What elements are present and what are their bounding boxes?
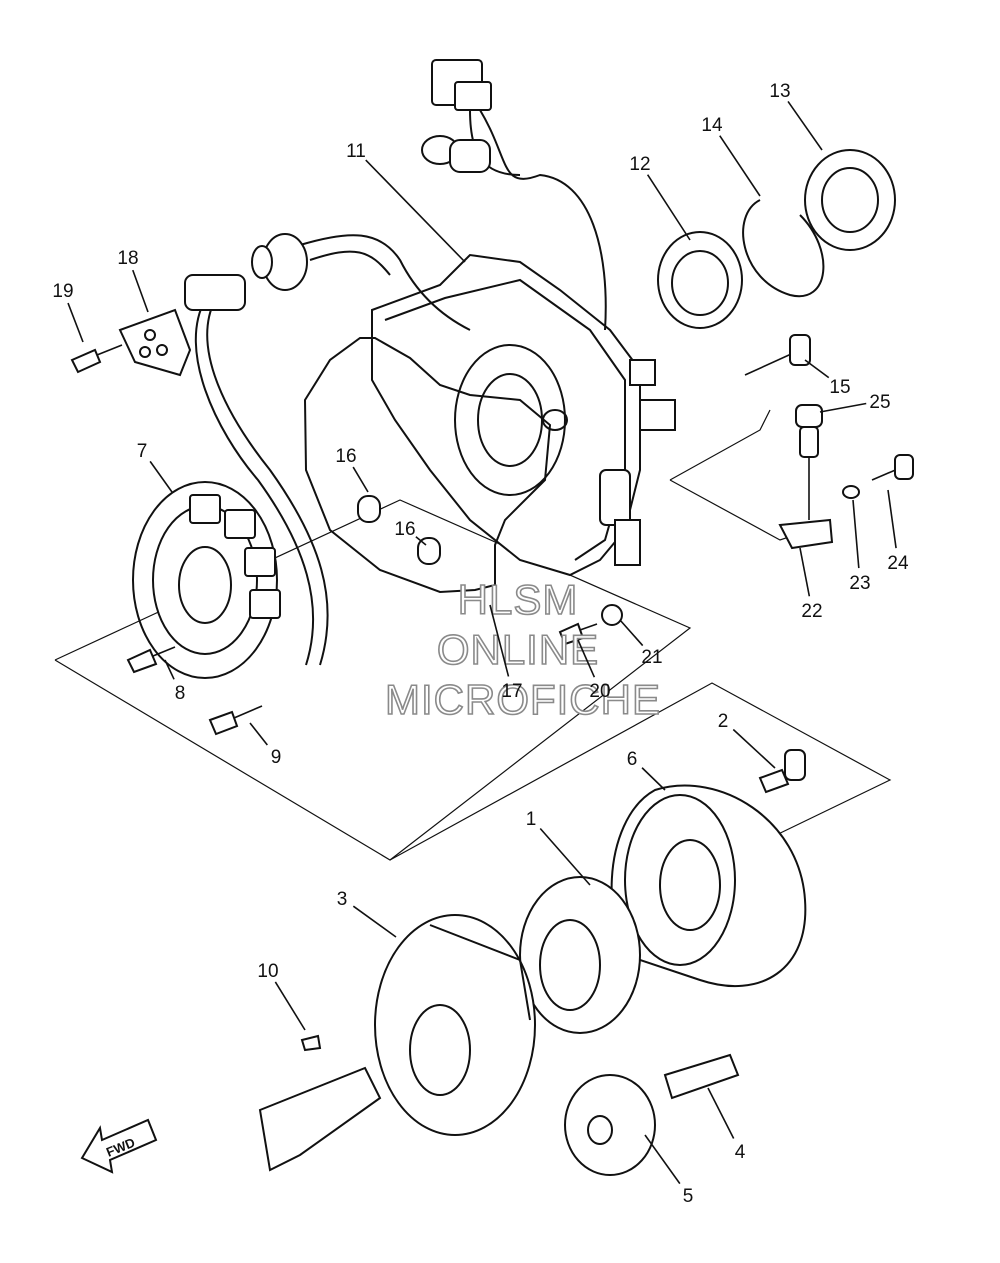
callout-number-3: 3 xyxy=(337,889,348,910)
callout-number-22: 22 xyxy=(801,601,822,622)
callout-number-25: 25 xyxy=(869,392,890,413)
dowel-pins xyxy=(357,495,441,565)
callout-number-13: 13 xyxy=(769,81,790,102)
callout-leader-14 xyxy=(719,135,761,197)
callout-number-20: 20 xyxy=(589,681,610,702)
callout-number-14: 14 xyxy=(701,115,723,136)
callout-number-6: 6 xyxy=(627,749,638,770)
callout-number-18: 18 xyxy=(117,248,138,269)
callout-leader-2 xyxy=(732,728,776,769)
callout-number-24: 24 xyxy=(887,553,909,574)
circlip xyxy=(742,199,825,298)
callout-leader-15 xyxy=(804,359,830,379)
callout-leader-9 xyxy=(249,722,268,746)
callout-number-15: 15 xyxy=(829,377,850,398)
callout-number-1: 1 xyxy=(526,809,537,830)
callout-number-11: 11 xyxy=(346,141,366,162)
bolts xyxy=(70,334,914,794)
callout-leader-16 xyxy=(415,536,427,546)
callout-leader-5 xyxy=(644,1134,681,1185)
callout-leader-23 xyxy=(852,499,860,569)
idle-gear xyxy=(564,1053,740,1176)
watermark-line-1: HLSM xyxy=(458,576,579,623)
callout-number-2: 2 xyxy=(718,711,729,732)
callout-number-16: 16 xyxy=(335,446,356,467)
callout-leader-20 xyxy=(577,639,596,678)
callout-leader-4 xyxy=(707,1087,735,1139)
callout-layer: 1234567891011121314151616171819202122232… xyxy=(52,81,909,1207)
callout-number-19: 19 xyxy=(52,281,73,302)
callout-leader-3 xyxy=(352,905,397,938)
callout-number-21: 21 xyxy=(641,647,662,668)
watermark-line-2: ONLINE xyxy=(437,626,599,673)
callout-leader-13 xyxy=(787,101,823,151)
callout-leader-16 xyxy=(352,466,369,493)
callout-leader-6 xyxy=(641,767,666,791)
callout-leader-1 xyxy=(539,827,591,886)
stator-assembly xyxy=(132,481,281,679)
callout-leader-10 xyxy=(274,981,306,1031)
wiring-harness xyxy=(184,59,607,666)
washer xyxy=(601,604,623,626)
crankshaft-end xyxy=(258,1034,382,1172)
callout-leader-12 xyxy=(646,174,691,241)
callout-leader-22 xyxy=(799,547,811,597)
callout-leader-11 xyxy=(365,159,466,263)
forward-direction-arrow: FWD xyxy=(80,1118,158,1174)
callout-leader-24 xyxy=(887,489,897,549)
watermark: HLSM ONLINE MICROFICHE xyxy=(384,575,661,724)
sensor-assembly xyxy=(778,404,860,550)
callout-number-10: 10 xyxy=(257,961,278,982)
callout-number-17: 17 xyxy=(501,681,522,702)
callout-number-7: 7 xyxy=(137,441,148,462)
callout-leader-17 xyxy=(489,604,510,677)
watermark-line-3: MICROFICHE xyxy=(385,676,661,723)
callout-leader-19 xyxy=(67,302,84,343)
starter-clutch xyxy=(519,876,641,1034)
callout-leader-8 xyxy=(164,659,175,680)
callout-number-23: 23 xyxy=(849,573,870,594)
rotor xyxy=(610,784,807,988)
crankcase-cover xyxy=(371,253,676,577)
callout-number-9: 9 xyxy=(271,747,282,768)
pulser-coil xyxy=(118,308,192,377)
bearing xyxy=(657,231,743,329)
callout-number-5: 5 xyxy=(683,1186,694,1207)
starter-driven-gear xyxy=(374,914,536,1136)
callout-leader-7 xyxy=(149,460,173,493)
callout-number-4: 4 xyxy=(735,1142,746,1163)
callout-number-12: 12 xyxy=(629,154,650,175)
callout-number-8: 8 xyxy=(175,683,186,704)
callout-leader-25 xyxy=(819,402,867,413)
oil-seal xyxy=(804,149,896,251)
cover-gasket xyxy=(303,337,552,594)
callout-leader-18 xyxy=(132,269,149,313)
callout-number-16: 16 xyxy=(394,519,415,540)
callout-leader-21 xyxy=(619,619,644,647)
